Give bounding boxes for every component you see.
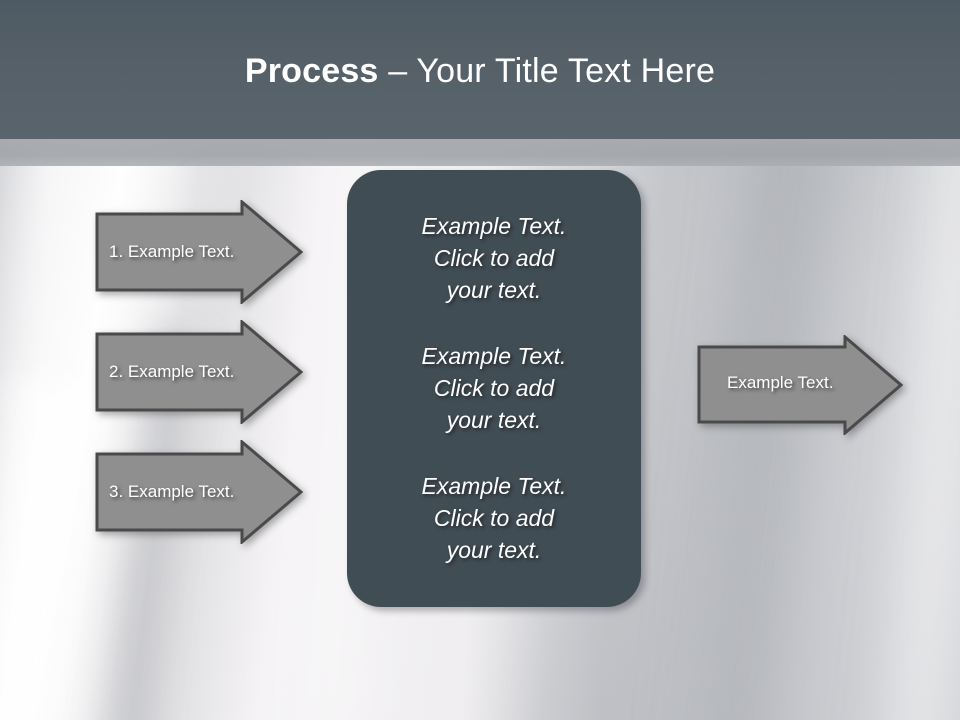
center-panel-block-3: Example Text. Click to add your text. [421, 473, 567, 563]
process-output-arrow[interactable]: Example Text. [697, 335, 903, 435]
process-input-arrow-3[interactable]: 3. Example Text. [95, 440, 303, 544]
process-input-arrow-2[interactable]: 2. Example Text. [95, 320, 303, 424]
process-input-arrow-1[interactable]: 1. Example Text. [95, 200, 303, 304]
page-title: Process – Your Title Text Here [0, 50, 960, 92]
page-title-strong: Process [244, 52, 379, 90]
arrow-right-icon [95, 320, 303, 424]
header-accent-band [0, 139, 960, 166]
arrow-right-icon [697, 335, 903, 435]
center-panel-block-1: Example Text. Click to add your text. [421, 213, 567, 303]
header-band [0, 0, 960, 139]
center-panel-block-2: Example Text. Click to add your text. [421, 343, 567, 433]
process-center-panel[interactable]: Example Text. Click to add your text. Ex… [347, 170, 641, 607]
page-title-rest: – Your Title Text Here [378, 52, 716, 90]
arrow-right-icon [95, 200, 303, 304]
arrow-right-icon [95, 440, 303, 544]
